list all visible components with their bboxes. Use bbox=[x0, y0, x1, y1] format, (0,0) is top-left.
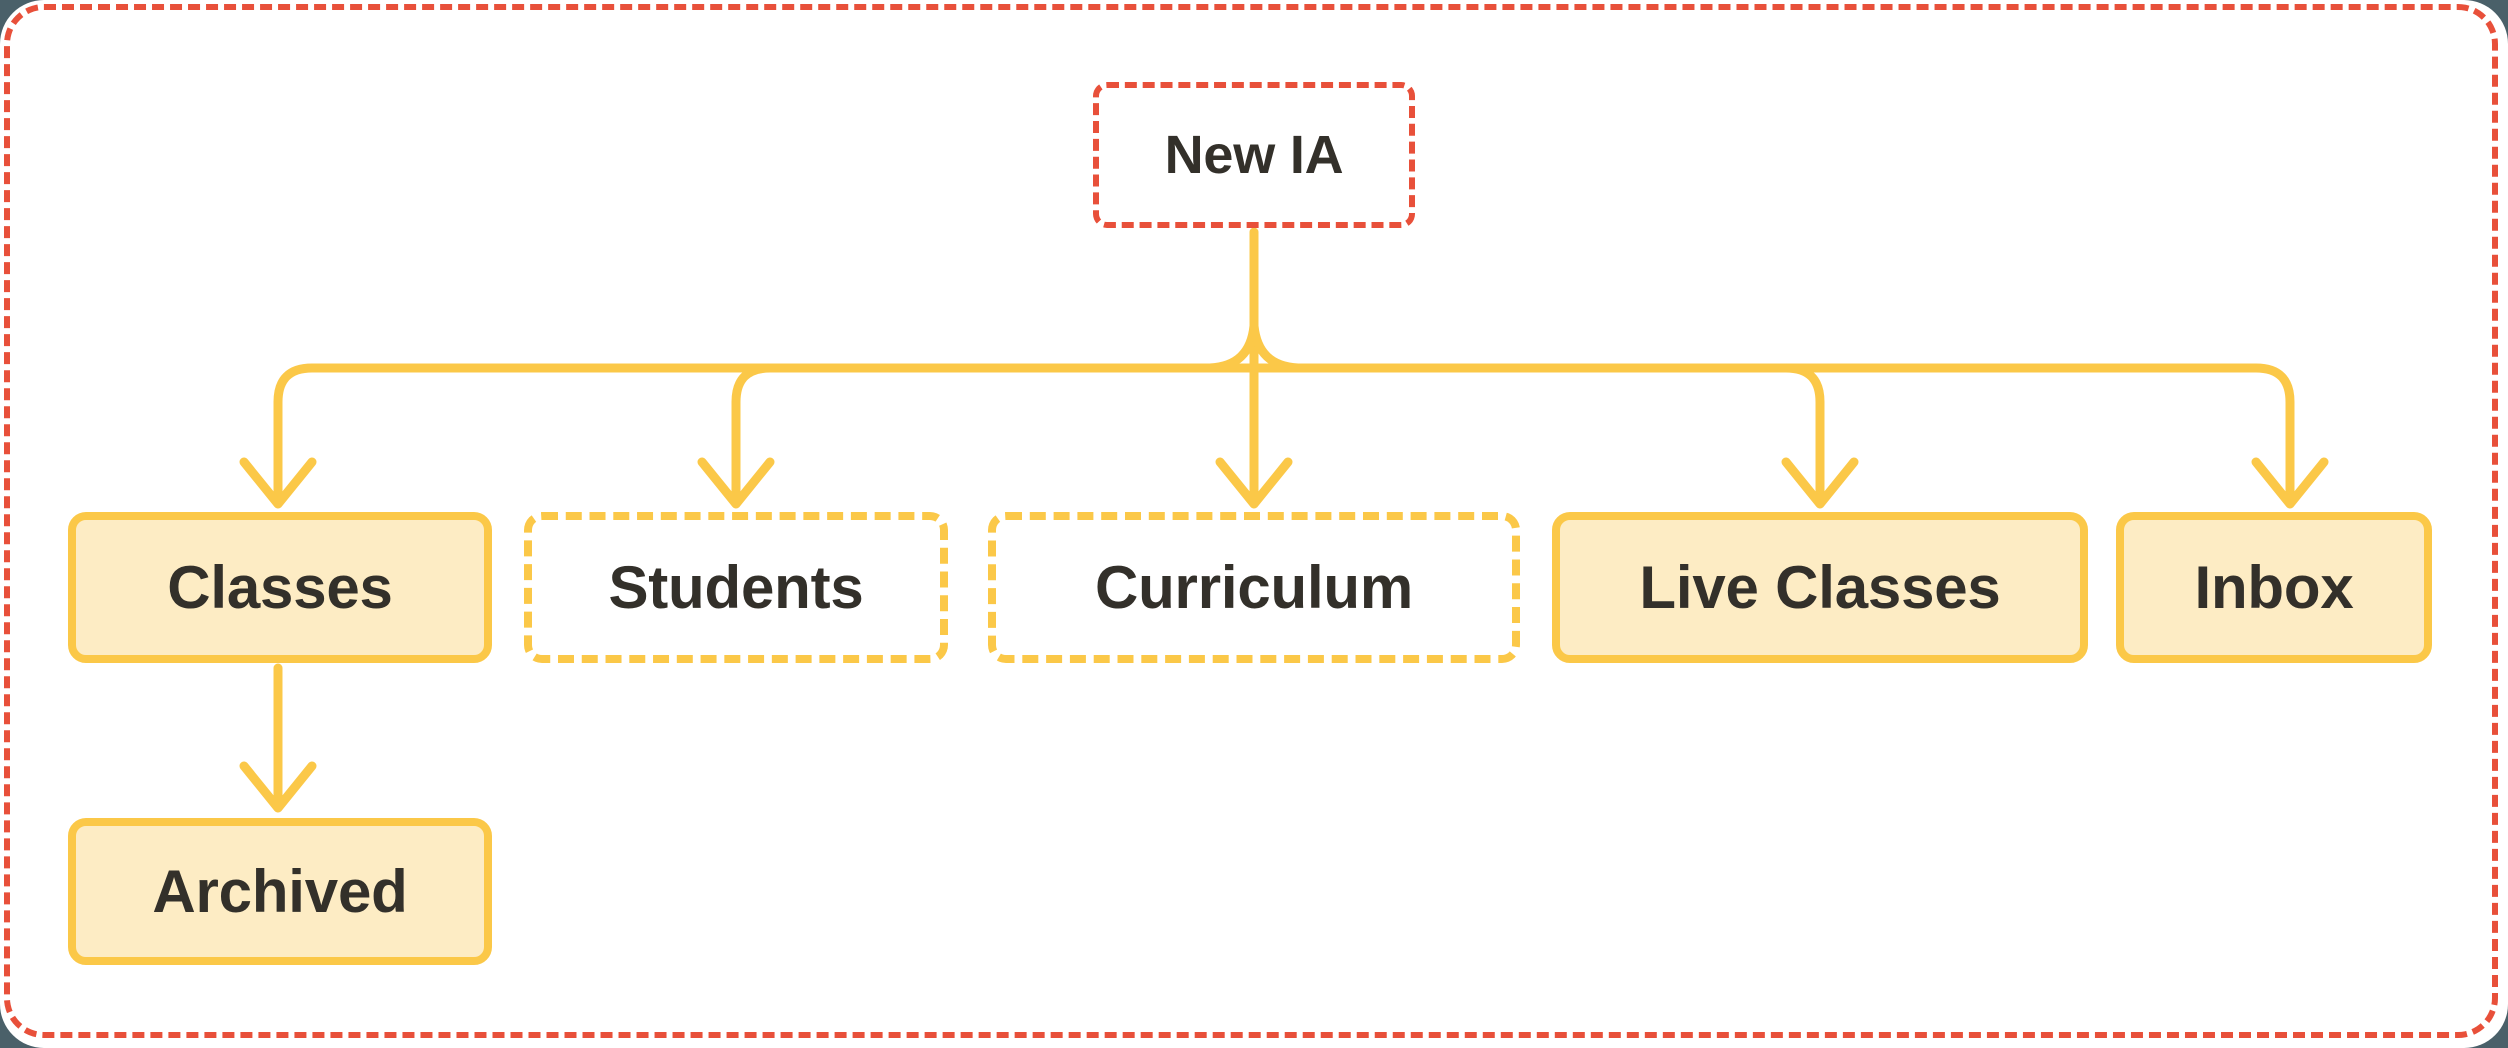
node-archived[interactable]: Archived bbox=[68, 818, 492, 965]
node-live-classes[interactable]: Live Classes bbox=[1552, 512, 2088, 663]
node-students[interactable]: Students bbox=[524, 512, 948, 663]
node-students-label: Students bbox=[608, 554, 864, 621]
node-curriculum[interactable]: Curriculum bbox=[988, 512, 1520, 663]
node-new-ia-label: New IA bbox=[1164, 125, 1344, 185]
node-archived-label: Archived bbox=[152, 858, 408, 925]
node-curriculum-label: Curriculum bbox=[1094, 554, 1414, 621]
node-new-ia[interactable]: New IA bbox=[1093, 82, 1415, 228]
node-classes[interactable]: Classes bbox=[68, 512, 492, 663]
node-classes-label: Classes bbox=[167, 554, 393, 621]
node-inbox[interactable]: Inbox bbox=[2116, 512, 2432, 663]
node-inbox-label: Inbox bbox=[2194, 554, 2354, 621]
node-live-classes-label: Live Classes bbox=[1639, 554, 2001, 621]
